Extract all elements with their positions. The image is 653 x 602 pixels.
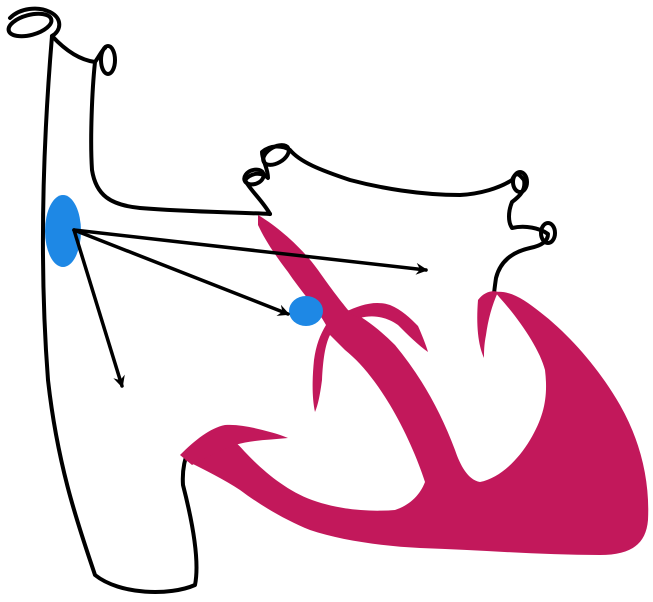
- superior-vena-cava-outline: [10, 9, 197, 592]
- bundle-of-his: [185, 215, 648, 555]
- av-node[interactable]: [289, 296, 323, 326]
- purkinje-fibers: [477, 291, 498, 358]
- arrow-to-right-atrium: [74, 230, 122, 386]
- conduction-pathway: [180, 215, 648, 555]
- aortic-arch-outline: [52, 36, 270, 214]
- pulmonary-vein-2: [242, 167, 266, 187]
- pulmonary-vein-1: [260, 141, 292, 169]
- vessel-opening-top: [101, 46, 115, 74]
